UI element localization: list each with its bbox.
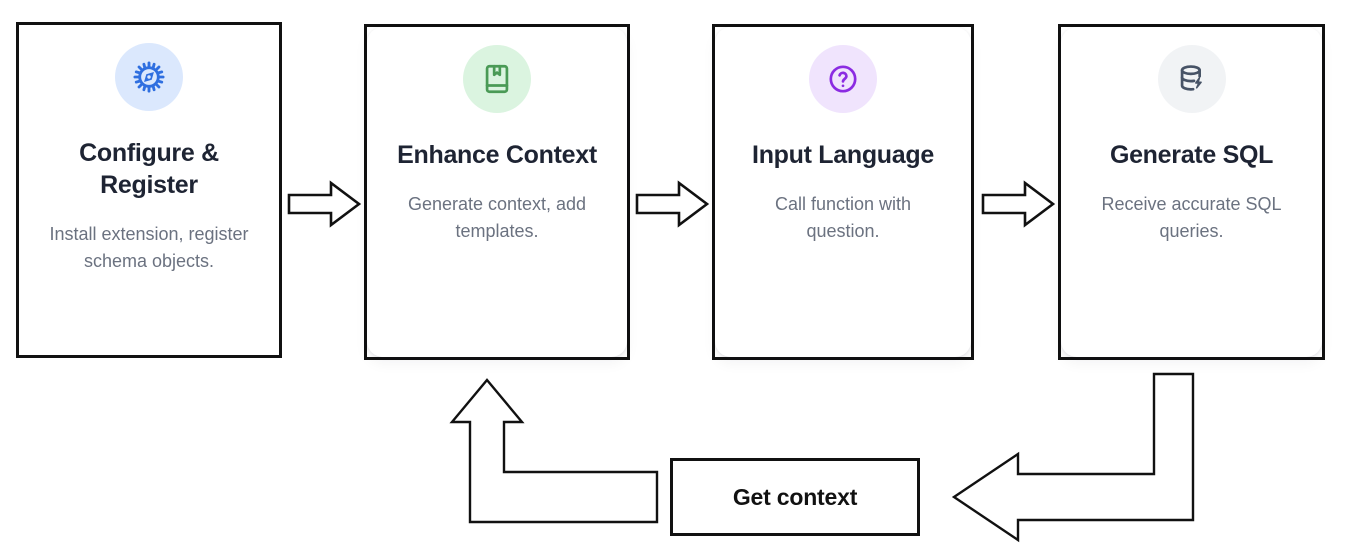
- arrow-step1-to-step2: [287, 180, 362, 228]
- step-card-configure-register[interactable]: Configure & Register Install extension, …: [16, 22, 282, 358]
- arrow-step2-to-step3: [635, 180, 710, 228]
- step-title: Enhance Context: [397, 141, 597, 169]
- step-card-body: Input Language Call function with questi…: [715, 27, 971, 357]
- arrow-step3-to-step4: [981, 180, 1056, 228]
- step-card-body: Generate SQL Receive accurate SQL querie…: [1061, 27, 1322, 357]
- step-title: Generate SQL: [1109, 141, 1274, 169]
- arrow-step4-to-get-context: [938, 372, 1210, 544]
- gear-compass-icon: [115, 43, 183, 111]
- step-card-input-language[interactable]: Input Language Call function with questi…: [712, 24, 974, 360]
- step-card-enhance-context[interactable]: Enhance Context Generate context, add te…: [364, 24, 630, 360]
- step-description: Receive accurate SQL queries.: [1101, 194, 1282, 241]
- step-description: Call function with question.: [774, 194, 912, 241]
- database-lightning-icon: [1157, 45, 1226, 113]
- step-title: Input Language: [752, 141, 934, 169]
- step-description: Generate context, add templates.: [407, 194, 587, 241]
- step-title: Configure & Register: [79, 139, 219, 199]
- book-bookmark-icon: [463, 45, 531, 113]
- arrow-get-context-to-step2-outline: [449, 374, 664, 534]
- step-card-body: Configure & Register Install extension, …: [19, 25, 279, 355]
- question-mark-circle-icon: [809, 45, 877, 113]
- get-context-label: Get context: [732, 483, 858, 510]
- step-card-body: Enhance Context Generate context, add te…: [367, 27, 627, 357]
- step-card-generate-sql[interactable]: Generate SQL Receive accurate SQL querie…: [1058, 24, 1325, 360]
- get-context-node[interactable]: Get context: [670, 458, 920, 536]
- step-description: Install extension, register schema objec…: [49, 224, 249, 271]
